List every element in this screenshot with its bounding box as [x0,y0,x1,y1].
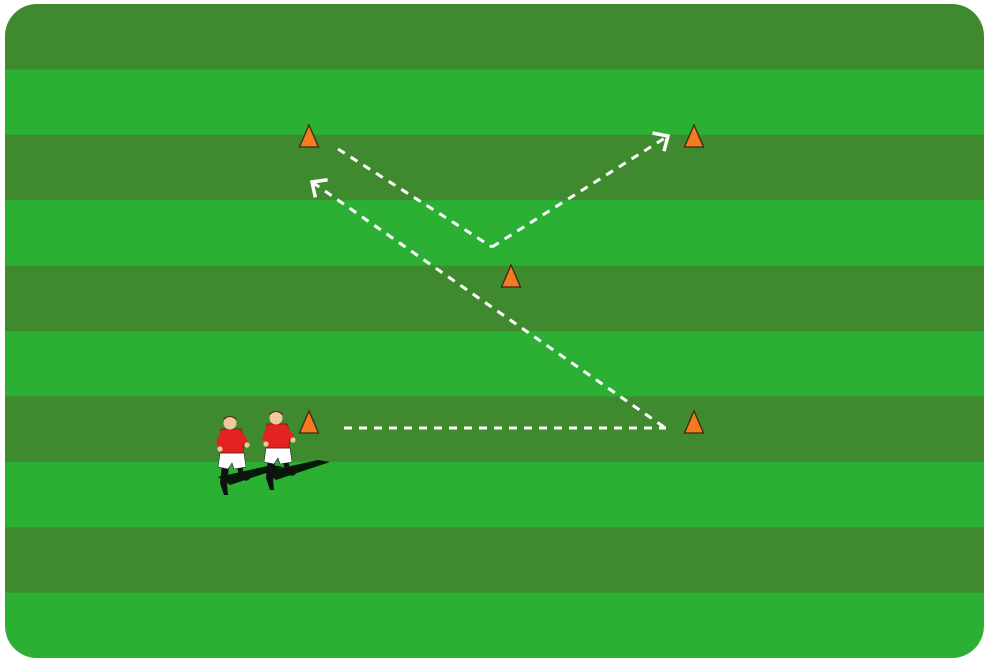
pitch-stripe [5,4,984,70]
pitch-stripe [5,135,984,201]
pitch-stripe [5,593,984,659]
pitch-stripe [5,266,984,332]
pitch-stripes [5,4,984,659]
pitch-stripe [5,462,984,528]
pitch-stripe [5,331,984,397]
pitch-stripe [5,527,984,593]
pitch-stripe [5,200,984,266]
pitch-stripe [5,69,984,135]
